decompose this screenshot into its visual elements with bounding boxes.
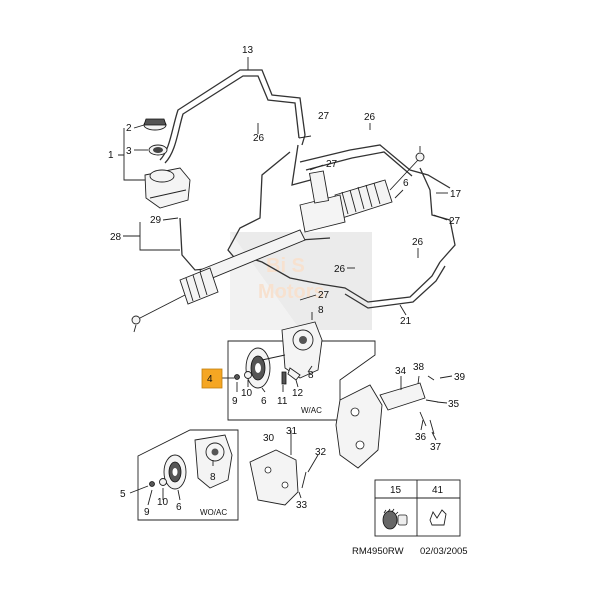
callout-27c: 27: [449, 216, 461, 227]
callout-38: 38: [413, 362, 425, 373]
callout-35: 35: [448, 399, 460, 410]
callout-26a: 26: [253, 133, 265, 144]
reservoir-assembly: [143, 118, 191, 209]
callouts: 13 2 3 1 26 27 26 27 6 17 27 29 28 26 26…: [108, 45, 466, 518]
callout-13: 13: [242, 45, 254, 56]
label-without-ac: WO/AC: [200, 508, 227, 517]
callout-8c: 8: [210, 472, 216, 483]
callout-34: 34: [395, 366, 407, 377]
callout-33: 33: [296, 500, 308, 511]
callout-26c: 26: [412, 237, 424, 248]
legend-table: 15 41: [374, 479, 461, 537]
callout-26b: 26: [364, 112, 376, 123]
callout-9a: 9: [232, 396, 238, 407]
callout-11: 11: [277, 396, 288, 407]
callout-8a: 8: [318, 305, 324, 316]
callout-10b: 10: [157, 497, 169, 508]
highlight-callout-4: 4: [201, 368, 223, 389]
callout-8b: 8: [308, 370, 314, 381]
callout-26d: 26: [334, 264, 346, 275]
callout-12: 12: [292, 388, 304, 399]
bracket-upper: [335, 375, 439, 469]
callout-29: 29: [150, 215, 162, 226]
callout-6b: 6: [261, 396, 267, 407]
callout-9b: 9: [144, 507, 150, 518]
legend-part-41: 41: [432, 485, 444, 496]
callout-32: 32: [315, 447, 327, 458]
legend-part-15: 15: [390, 485, 402, 496]
callout-30: 30: [263, 433, 275, 444]
watermark-line1: Bi S: [266, 255, 305, 277]
gear-sleeve-icon: [382, 508, 408, 530]
callout-6a: 6: [403, 178, 409, 189]
callout-28: 28: [110, 232, 122, 243]
diagram-code: RM4950RW: [352, 546, 404, 557]
callout-1: 1: [108, 150, 114, 161]
pump-box-without-ac: [137, 429, 239, 521]
steering-rack: [131, 146, 425, 333]
watermark-line2: Motors: [258, 281, 325, 303]
label-with-ac: W/AC: [301, 406, 322, 415]
callout-4: 4: [207, 374, 213, 385]
callout-39: 39: [454, 372, 466, 383]
pump-box-with-ac: [227, 321, 376, 421]
callout-27b: 27: [326, 159, 338, 170]
callout-27d: 27: [318, 290, 330, 301]
clip-icon: [429, 509, 447, 526]
callout-2: 2: [126, 123, 132, 134]
callout-27a: 27: [318, 111, 330, 122]
leader-lines: [118, 57, 453, 506]
callout-6c: 6: [176, 502, 182, 513]
watermark: Bi S Motors: [230, 232, 372, 330]
callout-3: 3: [126, 146, 132, 157]
callout-36: 36: [415, 432, 427, 443]
callout-21: 21: [400, 316, 412, 327]
callout-31: 31: [286, 426, 298, 437]
callout-5: 5: [120, 489, 126, 500]
callout-37: 37: [430, 442, 442, 453]
callout-10a: 10: [241, 388, 253, 399]
diagram-date: 02/03/2005: [420, 546, 468, 557]
bracket-lower: [249, 440, 307, 506]
callout-17: 17: [450, 189, 462, 200]
